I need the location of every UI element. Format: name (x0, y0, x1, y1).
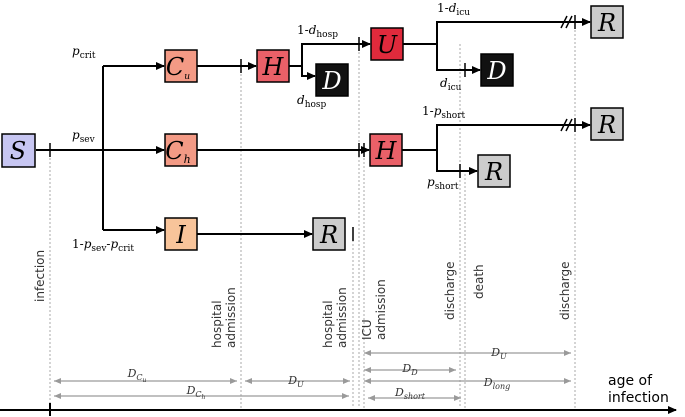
state-h2-box (369, 133, 403, 167)
state-d1-box (315, 63, 349, 97)
state-r3-letter: R (597, 9, 616, 37)
arrow-h-branch (289, 40, 371, 67)
arrow-u-to-death (436, 44, 481, 74)
state-cu-letter: Cu (166, 53, 190, 82)
state-u-letter: U (377, 31, 398, 59)
arrow-u-to-recover (402, 18, 591, 45)
duration-arrows (54, 350, 571, 401)
axis-breaks (560, 15, 573, 132)
axis-label-line2: infection (608, 390, 669, 406)
state-cu-box (164, 49, 198, 83)
state-r2-box (477, 154, 511, 188)
label-d-icu: dicu (440, 76, 462, 93)
axis-label-line1: age of (608, 373, 653, 389)
state-r4-letter: R (597, 111, 616, 139)
arrow-h2-to-recover-short (436, 150, 478, 175)
event-icu-admission: ICUadmission (360, 279, 388, 340)
event-discharge-2: discharge (558, 262, 572, 320)
state-s-box (1, 133, 36, 168)
duration-dlong-label: Dlong (483, 376, 510, 391)
state-d1-letter: D (321, 67, 341, 95)
duration-dshort-label: Dshort (394, 386, 426, 401)
state-h2-letter: H (375, 137, 398, 165)
state-r4-box (590, 107, 624, 141)
state-r3-box (590, 5, 624, 39)
flow-arrows (36, 18, 591, 238)
duration-du1-label: DU (287, 374, 304, 389)
label-one-minus-d-hosp: 1-dhosp (297, 23, 338, 40)
duration-dcu-label: DCu (127, 367, 147, 384)
label-p-sev: psev (72, 128, 96, 145)
time-axis: age of infection (0, 373, 677, 416)
label-p-crit: pcrit (72, 44, 96, 61)
state-r1-letter: R (319, 221, 338, 249)
state-letters: S Cu Ch I H D U D R H R R R (10, 9, 616, 249)
event-hospital-admission-1: hospitaladmission (210, 287, 238, 348)
arrow-h-to-death (301, 66, 316, 80)
state-d2-box (480, 53, 514, 87)
duration-dd-label: DD (401, 362, 418, 377)
state-r1-box (312, 217, 346, 251)
event-hospital-admission-2: hospitaladmission (321, 287, 349, 348)
event-discharge-1: discharge (443, 262, 457, 320)
state-h1-box (256, 49, 290, 83)
event-guidelines (49, 22, 576, 408)
state-s-letter: S (10, 137, 26, 165)
label-p-mild: 1-psev-pcrit (72, 237, 134, 254)
probability-labels: pcrit psev 1-psev-pcrit 1-dhosp dhosp 1-… (72, 1, 470, 254)
state-ch-letter: Ch (165, 137, 190, 166)
duration-labels: DCu DCh DU DU DD Dlong Dshort (127, 346, 511, 401)
duration-dch-label: DCh (186, 384, 206, 401)
state-ch-box (164, 133, 198, 167)
state-i-box (164, 217, 198, 251)
duration-du2-label: DU (490, 346, 507, 361)
event-ticks (49, 15, 576, 241)
label-d-hosp: dhosp (297, 93, 327, 110)
label-p-short: pshort (427, 175, 459, 192)
state-d2-letter: D (486, 57, 506, 85)
state-i-letter: I (175, 221, 186, 249)
label-one-minus-p-short: 1-pshort (422, 104, 466, 121)
event-death: death (472, 264, 486, 299)
label-one-minus-d-icu: 1-dicu (437, 1, 470, 18)
state-u-box (370, 27, 404, 61)
event-labels: infection hospitaladmission hospitaladmi… (33, 250, 572, 348)
state-boxes (1, 5, 624, 251)
state-h1-letter: H (262, 53, 285, 81)
state-r2-letter: R (484, 158, 503, 186)
arrow-h2-to-recover-long (401, 121, 591, 151)
event-infection: infection (33, 250, 47, 302)
